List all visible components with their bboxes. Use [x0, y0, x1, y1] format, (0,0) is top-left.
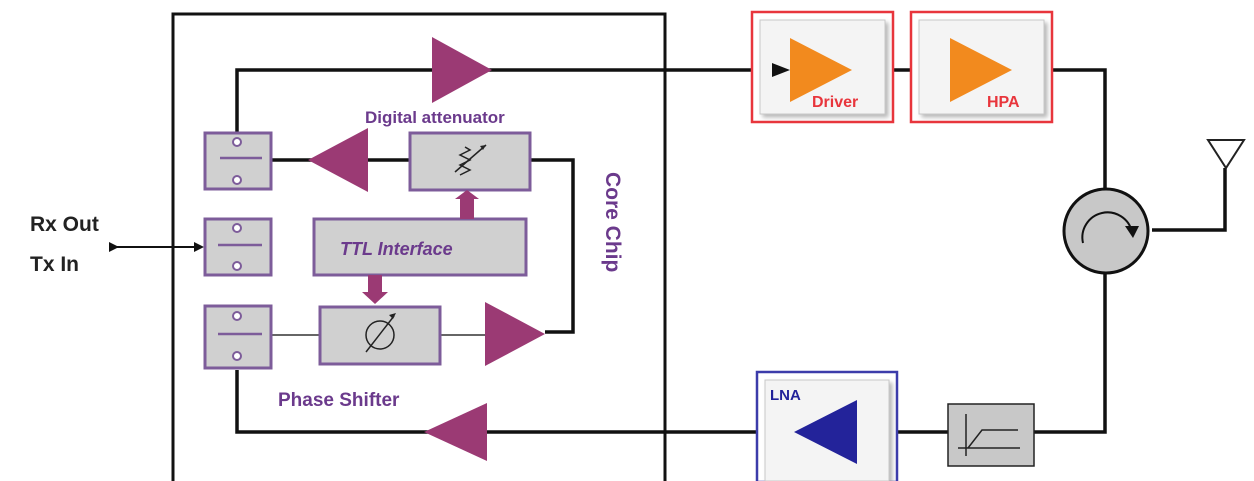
driver-label: Driver — [812, 94, 858, 111]
hpa-block — [909, 10, 1054, 124]
ttl-interface-block — [312, 217, 528, 277]
attenuator-amplifier-icon — [308, 128, 368, 192]
hpa-label: HPA — [987, 94, 1020, 111]
control-arrow-down — [362, 275, 388, 304]
control-arrow-up — [455, 190, 479, 219]
variable-phase-icon — [365, 313, 396, 353]
lna-block — [755, 370, 899, 481]
antenna-feed-wire — [1152, 168, 1227, 232]
switch-bottom — [203, 304, 273, 370]
tx-path-wire — [235, 68, 1107, 190]
tx-in-label: Tx In — [30, 253, 79, 276]
lna-amplifier-icon — [794, 400, 857, 464]
phase-shifter-label: Phase Shifter — [278, 390, 400, 411]
driver-amplifier-icon — [790, 38, 852, 102]
attenuator-loop-wire — [530, 158, 575, 334]
hpa-amplifier-icon — [950, 38, 1012, 102]
driver-block — [750, 10, 895, 124]
digital-attenuator-label: Digital attenuator — [365, 108, 505, 127]
phase-amplifier-icon — [485, 302, 545, 366]
driver-input-arrowhead — [772, 63, 790, 77]
circulator-icon — [1062, 187, 1150, 275]
digital-attenuator-block — [408, 131, 532, 192]
highpass-filter-icon — [947, 403, 1035, 467]
switch-top — [203, 131, 273, 191]
rx-amplifier-icon — [424, 403, 487, 461]
variable-resistor-icon — [454, 144, 487, 176]
rx-out-label: Rx Out — [30, 213, 99, 236]
switch-common — [203, 217, 273, 277]
core-chip-label: Core Chip — [601, 172, 624, 272]
tx-amplifier-icon — [432, 37, 492, 103]
phase-shifter-block — [318, 305, 442, 366]
ttl-interface-label: TTL Interface — [340, 239, 453, 259]
rx-path-wire — [235, 272, 1107, 434]
lna-label: LNA — [770, 387, 801, 404]
antenna-icon — [1206, 139, 1246, 170]
